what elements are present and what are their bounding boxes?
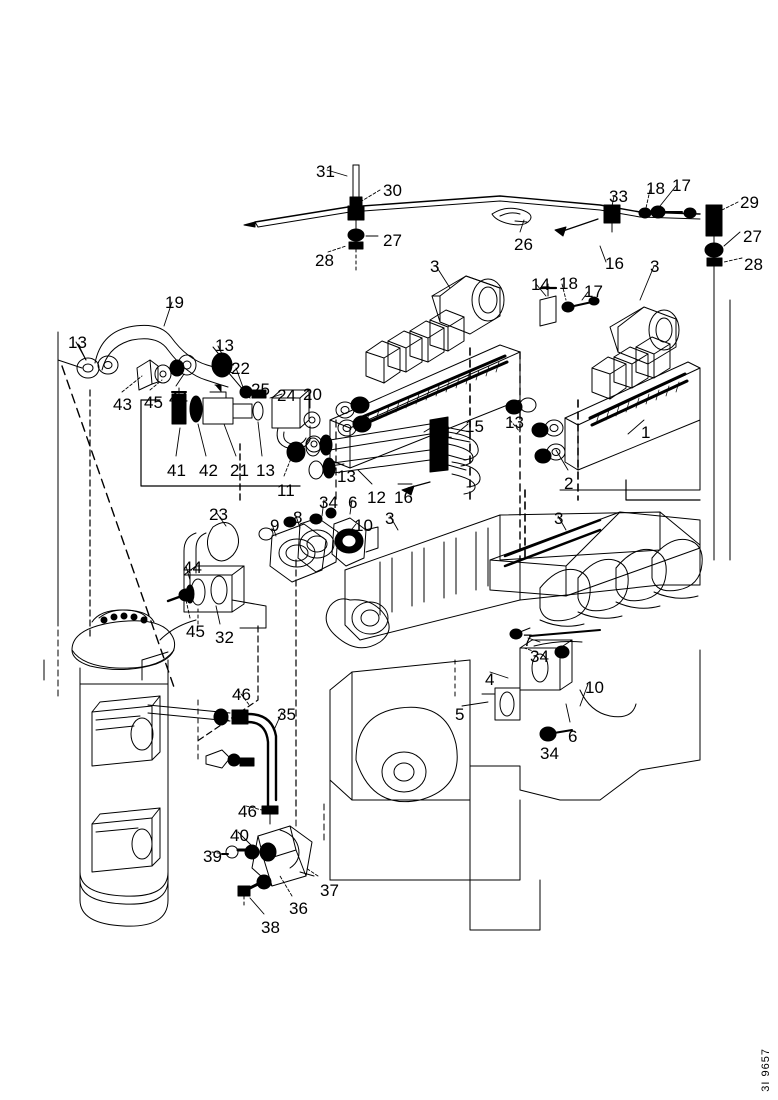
callout-16: 16 xyxy=(605,254,624,273)
drawing-number: 3I 9657 xyxy=(760,1048,772,1092)
callout-27: 27 xyxy=(743,227,762,246)
callout-16: 16 xyxy=(394,488,413,507)
callout-25: 25 xyxy=(251,380,270,399)
callout-20: 20 xyxy=(303,385,322,404)
callout-9: 9 xyxy=(270,516,280,535)
callout-2: 2 xyxy=(564,474,574,493)
callout-24: 24 xyxy=(277,386,296,405)
callout-46: 46 xyxy=(238,802,257,821)
callout-5: 5 xyxy=(455,705,465,724)
callout-14: 14 xyxy=(531,275,550,294)
callout-42: 42 xyxy=(199,461,218,480)
callout-34: 34 xyxy=(319,493,338,512)
callout-3: 3 xyxy=(385,509,395,528)
callout-26: 26 xyxy=(514,235,533,254)
callout-15: 15 xyxy=(465,417,484,436)
callout-8: 8 xyxy=(293,508,303,527)
callout-32: 32 xyxy=(215,628,234,647)
callout-29: 29 xyxy=(740,193,759,212)
callout-6: 6 xyxy=(568,727,578,746)
callout-21: 21 xyxy=(230,461,249,480)
callout-44: 44 xyxy=(183,558,202,577)
callout-30: 30 xyxy=(383,181,402,200)
callout-10: 10 xyxy=(354,516,373,535)
callout-13: 13 xyxy=(337,467,356,486)
callout-37: 37 xyxy=(320,881,339,900)
callout-18: 18 xyxy=(646,179,665,198)
callout-19: 19 xyxy=(165,293,184,312)
callout-23: 23 xyxy=(209,505,228,524)
callout-43: 43 xyxy=(113,395,132,414)
callout-13: 13 xyxy=(68,333,87,352)
callout-45: 45 xyxy=(144,393,163,412)
callout-28: 28 xyxy=(744,255,763,274)
callout-6: 6 xyxy=(348,493,358,512)
callout-38: 38 xyxy=(261,918,280,937)
callout-10: 10 xyxy=(585,678,604,697)
callout-13: 13 xyxy=(256,461,275,480)
callout-1: 1 xyxy=(443,423,453,442)
callout-7: 7 xyxy=(523,631,533,650)
callout-45: 45 xyxy=(186,622,205,641)
callout-35: 35 xyxy=(277,705,296,724)
callout-18: 18 xyxy=(559,274,578,293)
callout-34: 34 xyxy=(530,647,549,666)
callout-46: 46 xyxy=(232,685,251,704)
callout-39: 39 xyxy=(203,847,222,866)
callout-17: 17 xyxy=(584,282,603,301)
callout-41: 41 xyxy=(167,461,186,480)
callout-17: 17 xyxy=(672,176,691,195)
callout-31: 31 xyxy=(316,162,335,181)
callout-34: 34 xyxy=(540,744,559,763)
callout-36: 36 xyxy=(289,899,308,918)
callout-22: 22 xyxy=(231,359,250,378)
callout-44: 44 xyxy=(169,389,188,408)
callout-28: 28 xyxy=(315,251,334,270)
callout-3: 3 xyxy=(554,509,564,528)
callout-27: 27 xyxy=(383,231,402,250)
callout-12: 12 xyxy=(367,488,386,507)
callout-4: 4 xyxy=(485,670,495,689)
callout-1: 1 xyxy=(641,423,651,442)
callout-33: 33 xyxy=(609,187,628,206)
callout-3: 3 xyxy=(430,257,440,276)
callout-13: 13 xyxy=(215,336,234,355)
callout-40: 40 xyxy=(230,826,249,845)
callout-3: 3 xyxy=(650,257,660,276)
callout-13: 13 xyxy=(505,413,524,432)
callout-11: 11 xyxy=(277,481,295,500)
